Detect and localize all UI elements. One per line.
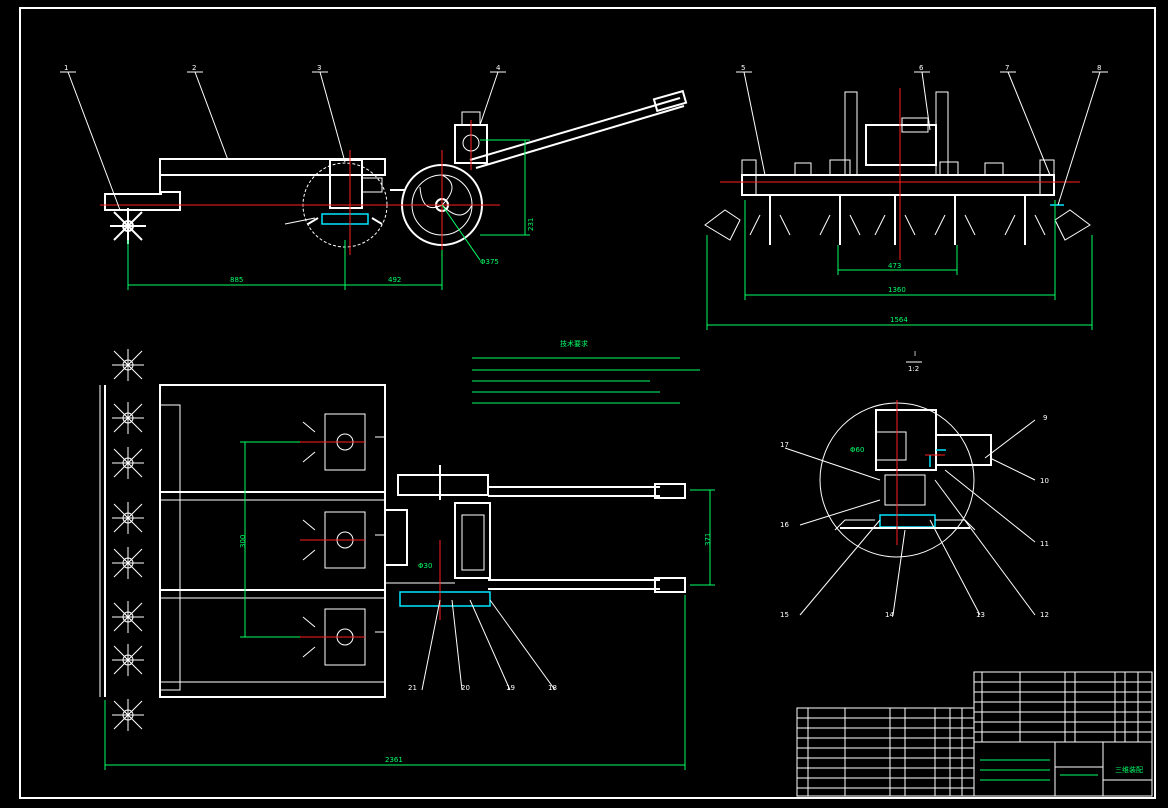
dim-371: 371 — [704, 533, 712, 546]
balloon-8: 8 — [1097, 64, 1101, 72]
dim-231: 231 — [527, 218, 535, 231]
notes-title: 技术要求 — [560, 339, 588, 348]
front-view: 473 1360 1564 5 6 7 8 — [704, 64, 1108, 330]
detail-scale-ratio: 1:2 — [908, 365, 919, 373]
bill-of-materials: 三维装配 — [796, 671, 1153, 797]
dim-375: Φ375 — [480, 258, 499, 266]
dim-1564: 1564 — [890, 316, 908, 324]
dim-300: 300 — [239, 535, 247, 548]
balloon-19: 19 — [506, 684, 515, 692]
balloon-3: 3 — [317, 64, 321, 72]
balloon-11: 11 — [1040, 540, 1049, 548]
balloon-5: 5 — [741, 64, 745, 72]
detail-view: I 1:2 Φ60 9 10 11 12 13 14 15 16 17 — [780, 350, 1049, 619]
balloon-6: 6 — [919, 64, 924, 72]
balloon-20: 20 — [461, 684, 470, 692]
technical-notes: 技术要求 — [472, 339, 700, 404]
plan-view: 300 371 2361 Φ30 21 20 19 18 — [99, 349, 715, 770]
balloon-1: 1 — [64, 64, 68, 72]
balloon-12: 12 — [1040, 611, 1049, 619]
detail-scale-label: I — [914, 350, 916, 358]
drawing-border — [19, 7, 1156, 799]
balloon-7: 7 — [1005, 64, 1009, 72]
balloon-9: 9 — [1043, 414, 1047, 422]
balloon-14: 14 — [885, 611, 894, 619]
dim-2361: 2361 — [385, 756, 403, 764]
dim-1360: 1360 — [888, 286, 906, 294]
balloon-15: 15 — [780, 611, 789, 619]
dim-473: 473 — [888, 262, 901, 270]
balloon-2: 2 — [192, 64, 196, 72]
dim-30: Φ30 — [418, 562, 432, 570]
dim-885: 885 — [230, 276, 243, 284]
balloon-17: 17 — [780, 441, 789, 449]
balloon-10: 10 — [1040, 477, 1049, 485]
balloon-21: 21 — [408, 684, 417, 692]
dim-60: Φ60 — [850, 446, 864, 454]
dim-492: 492 — [388, 276, 401, 284]
balloon-18: 18 — [548, 684, 557, 692]
balloon-16: 16 — [780, 521, 789, 529]
balloon-13: 13 — [976, 611, 985, 619]
side-view: 885 492 231 Φ375 1 2 3 4 — [60, 64, 688, 290]
balloon-4: 4 — [496, 64, 501, 72]
title-block-name: 三维装配 — [1115, 765, 1143, 774]
